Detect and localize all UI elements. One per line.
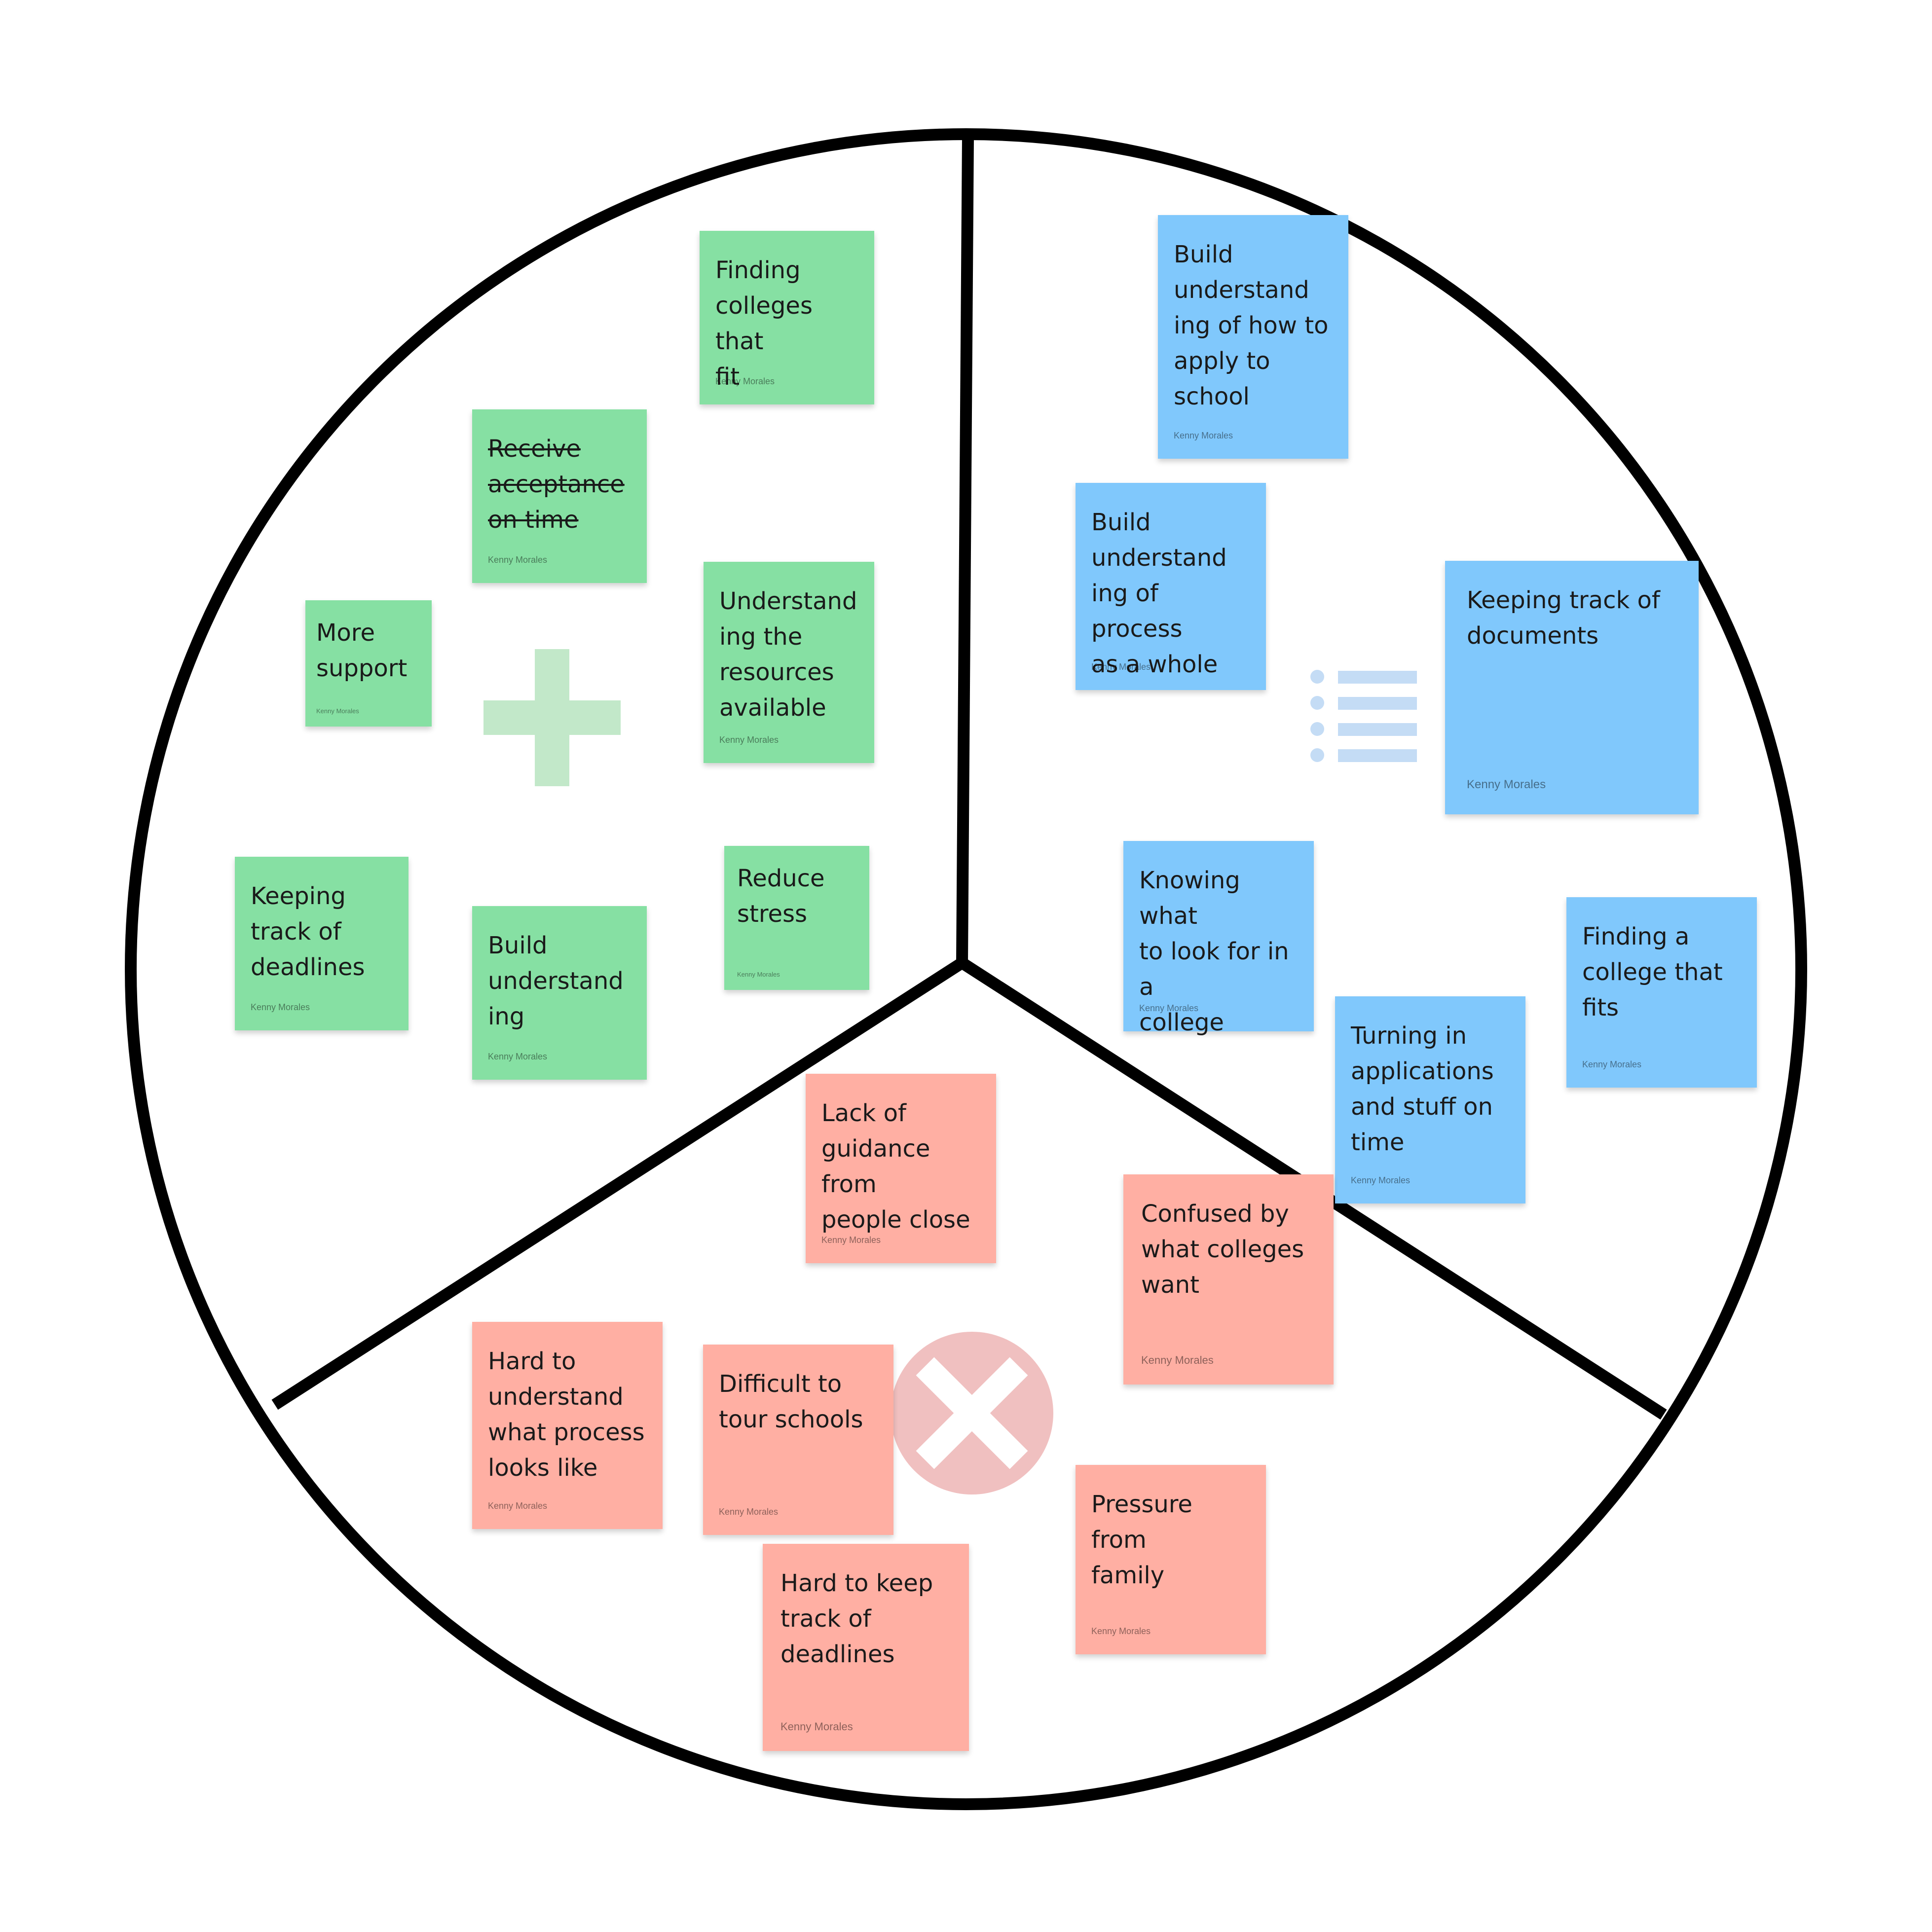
sticky-note-confused-by-colleges[interactable]: Confused by what colleges want Kenny Mor… <box>1123 1174 1334 1385</box>
sticky-note-knowing-what-to-look-for[interactable]: Knowing what to look for in a college Ke… <box>1123 841 1314 1036</box>
note-text: More support <box>316 619 408 682</box>
note-text: Lack of guidance from people close <box>821 1099 970 1234</box>
note-text: Understand ing the resources available <box>719 587 857 722</box>
note-author: Kenny Morales <box>316 707 359 715</box>
note-author: Kenny Morales <box>1467 778 1546 791</box>
divider-top <box>956 137 974 963</box>
note-author: Kenny Morales <box>488 1501 548 1511</box>
note-text: Reduce stress <box>737 865 825 928</box>
pie-outline <box>125 128 1807 1810</box>
sticky-note-reduce-stress[interactable]: Reduce stress Kenny Morales <box>724 846 869 990</box>
sticky-note-build-understanding[interactable]: Build understand ing Kenny Morales <box>472 906 647 1080</box>
note-text: Keeping track of deadlines <box>251 882 365 981</box>
note-author: Kenny Morales <box>488 555 548 565</box>
note-text: Confused by what colleges want <box>1141 1200 1304 1299</box>
sticky-note-understanding-resources[interactable]: Understand ing the resources available K… <box>704 562 874 763</box>
sticky-note-more-support[interactable]: More support Kenny Morales <box>305 600 432 727</box>
note-author: Kenny Morales <box>1351 1175 1411 1185</box>
plus-icon <box>483 649 621 786</box>
sticky-note-hard-to-keep-track-of-deadlines[interactable]: Hard to keep track of deadlines Kenny Mo… <box>763 1544 969 1751</box>
note-text: Knowing what to look for in a college <box>1139 867 1289 1036</box>
note-text: Build understand ing of process as a who… <box>1091 509 1227 678</box>
sticky-note-pressure-from-family[interactable]: Pressure from family Kenny Morales <box>1076 1465 1266 1654</box>
divider-left <box>271 957 966 1410</box>
note-text: Receive acceptance on time <box>488 435 625 534</box>
note-author: Kenny Morales <box>488 1052 548 1061</box>
note-text: Build understand ing of how to apply to … <box>1174 241 1329 410</box>
sticky-note-finding-colleges-that-fit[interactable]: Finding colleges that fit Kenny Morales <box>700 231 874 404</box>
sticky-note-receive-acceptance-on-time[interactable]: Receive acceptance on time Kenny Morales <box>472 409 647 583</box>
sticky-note-turning-in-applications[interactable]: Turning in applications and stuff on tim… <box>1335 996 1525 1203</box>
note-author: Kenny Morales <box>780 1720 853 1733</box>
note-author: Kenny Morales <box>1174 431 1233 440</box>
note-text: Difficult to tour schools <box>719 1370 863 1433</box>
sticky-note-keeping-track-of-deadlines[interactable]: Keeping track of deadlines Kenny Morales <box>235 857 409 1030</box>
sticky-note-finding-a-college-that-fits[interactable]: Finding a college that fits Kenny Morale… <box>1566 897 1757 1088</box>
x-circle-icon <box>891 1332 1053 1495</box>
note-author: Kenny Morales <box>251 1002 310 1012</box>
note-text: Hard to keep track of deadlines <box>780 1569 933 1668</box>
note-author: Kenny Morales <box>715 376 775 386</box>
sticky-note-build-understanding-apply[interactable]: Build understand ing of how to apply to … <box>1158 215 1348 459</box>
note-author: Kenny Morales <box>719 1507 779 1517</box>
note-text: Turning in applications and stuff on tim… <box>1351 1022 1494 1156</box>
note-text: Pressure from family <box>1091 1491 1192 1589</box>
note-text: Hard to understand what process looks li… <box>488 1348 645 1482</box>
note-author: Kenny Morales <box>1582 1059 1642 1069</box>
note-text: Keeping track of documents <box>1467 586 1660 650</box>
sticky-note-difficult-to-tour-schools[interactable]: Difficult to tour schools Kenny Morales <box>703 1345 893 1535</box>
note-author: Kenny Morales <box>821 1235 881 1245</box>
note-text: Build understand ing <box>488 932 624 1030</box>
note-author: Kenny Morales <box>719 735 779 745</box>
note-author: Kenny Morales <box>737 971 780 978</box>
sticky-note-lack-of-guidance[interactable]: Lack of guidance from people close Kenny… <box>806 1074 996 1263</box>
note-text: Finding a college that fits <box>1582 923 1723 1021</box>
list-icon <box>1310 670 1417 762</box>
note-text: Finding colleges that fit <box>715 256 813 391</box>
sticky-note-build-understanding-process[interactable]: Build understand ing of process as a who… <box>1076 483 1266 690</box>
note-author: Kenny Morales <box>1141 1354 1214 1366</box>
sticky-note-hard-to-understand-process[interactable]: Hard to understand what process looks li… <box>472 1322 663 1529</box>
sticky-note-keeping-track-of-documents[interactable]: Keeping track of documents Kenny Morales <box>1445 561 1699 814</box>
note-author: Kenny Morales <box>1139 1003 1199 1013</box>
note-author: Kenny Morales <box>1091 1626 1151 1636</box>
note-author: Kenny Morales <box>1091 662 1151 672</box>
